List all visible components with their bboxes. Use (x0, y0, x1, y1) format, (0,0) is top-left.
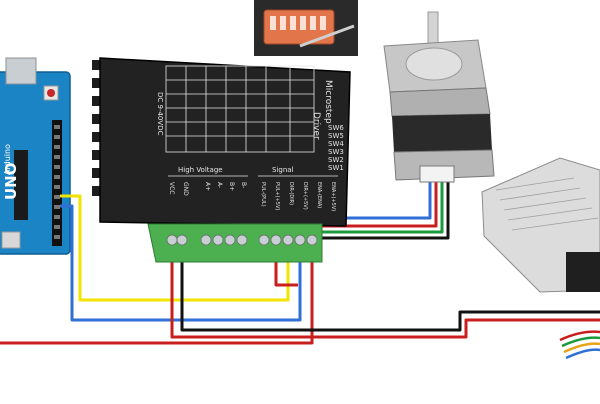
chip-icon (14, 150, 28, 220)
wire-blue (60, 204, 302, 322)
wire-red-psu (170, 246, 600, 339)
stepper-motor (383, 11, 495, 183)
switch-label-sw6: SW6 (328, 124, 344, 132)
pin-label-ena-plus: ENA+(+5V) (330, 182, 336, 211)
motor-shaft (427, 11, 439, 47)
pin-label-pul: PUL-(PUL) (260, 182, 266, 207)
pin-label-a-minus: A- (216, 182, 223, 188)
pin-label-b-minus: B- (240, 182, 247, 188)
pin-label-pul-plus: PUL+(+5V) (274, 182, 280, 210)
stepper-driver: DC 9-40VDC Microstep Driver SW6 SW5 SW4 … (92, 57, 351, 263)
terminal-block (147, 223, 323, 263)
pin-label-b-plus: B+ (228, 182, 235, 191)
arduino-board: UNO Arduino (0, 57, 71, 255)
power-supply (481, 157, 600, 293)
high-voltage-label: High Voltage (178, 166, 223, 174)
driver-title-line1: Microstep (323, 80, 333, 124)
power-cable (559, 330, 600, 360)
pin-label-a-plus: A+ (204, 182, 211, 191)
pin-label-dir-plus: DIR+(+5V) (302, 182, 308, 210)
switch-label-sw2: SW2 (328, 156, 344, 164)
psu-terminal-block (566, 252, 600, 292)
pin-label-vcc: VCC (168, 182, 175, 194)
pin-header (52, 120, 62, 246)
switch-label-sw3: SW3 (328, 148, 344, 156)
usb-connector (5, 57, 37, 85)
signal-label: Signal (272, 166, 294, 174)
driver-title-line2: Driver (311, 112, 321, 140)
switch-label-sw4: SW4 (328, 140, 344, 148)
settings-table (165, 65, 315, 153)
pin-label-dir: DIR-(DIR) (288, 182, 294, 205)
wire-yellow (60, 194, 290, 302)
arduino-uno-label: UNO (2, 163, 20, 201)
driver-voltage-label: DC 9-40VDC (156, 92, 164, 136)
motor-connector (419, 165, 455, 183)
arduino-brand-label: Arduino (3, 144, 12, 175)
switch-label-sw5: SW5 (328, 132, 344, 140)
wire-red-long (0, 246, 314, 345)
dip-switch-inset (254, 0, 358, 56)
switch-label-sw1: SW1 (328, 164, 344, 172)
wire-black-psu (180, 246, 600, 332)
pin-label-ena: ENA-(ENA) (316, 182, 322, 208)
pin-label-gnd: GND (182, 182, 189, 196)
